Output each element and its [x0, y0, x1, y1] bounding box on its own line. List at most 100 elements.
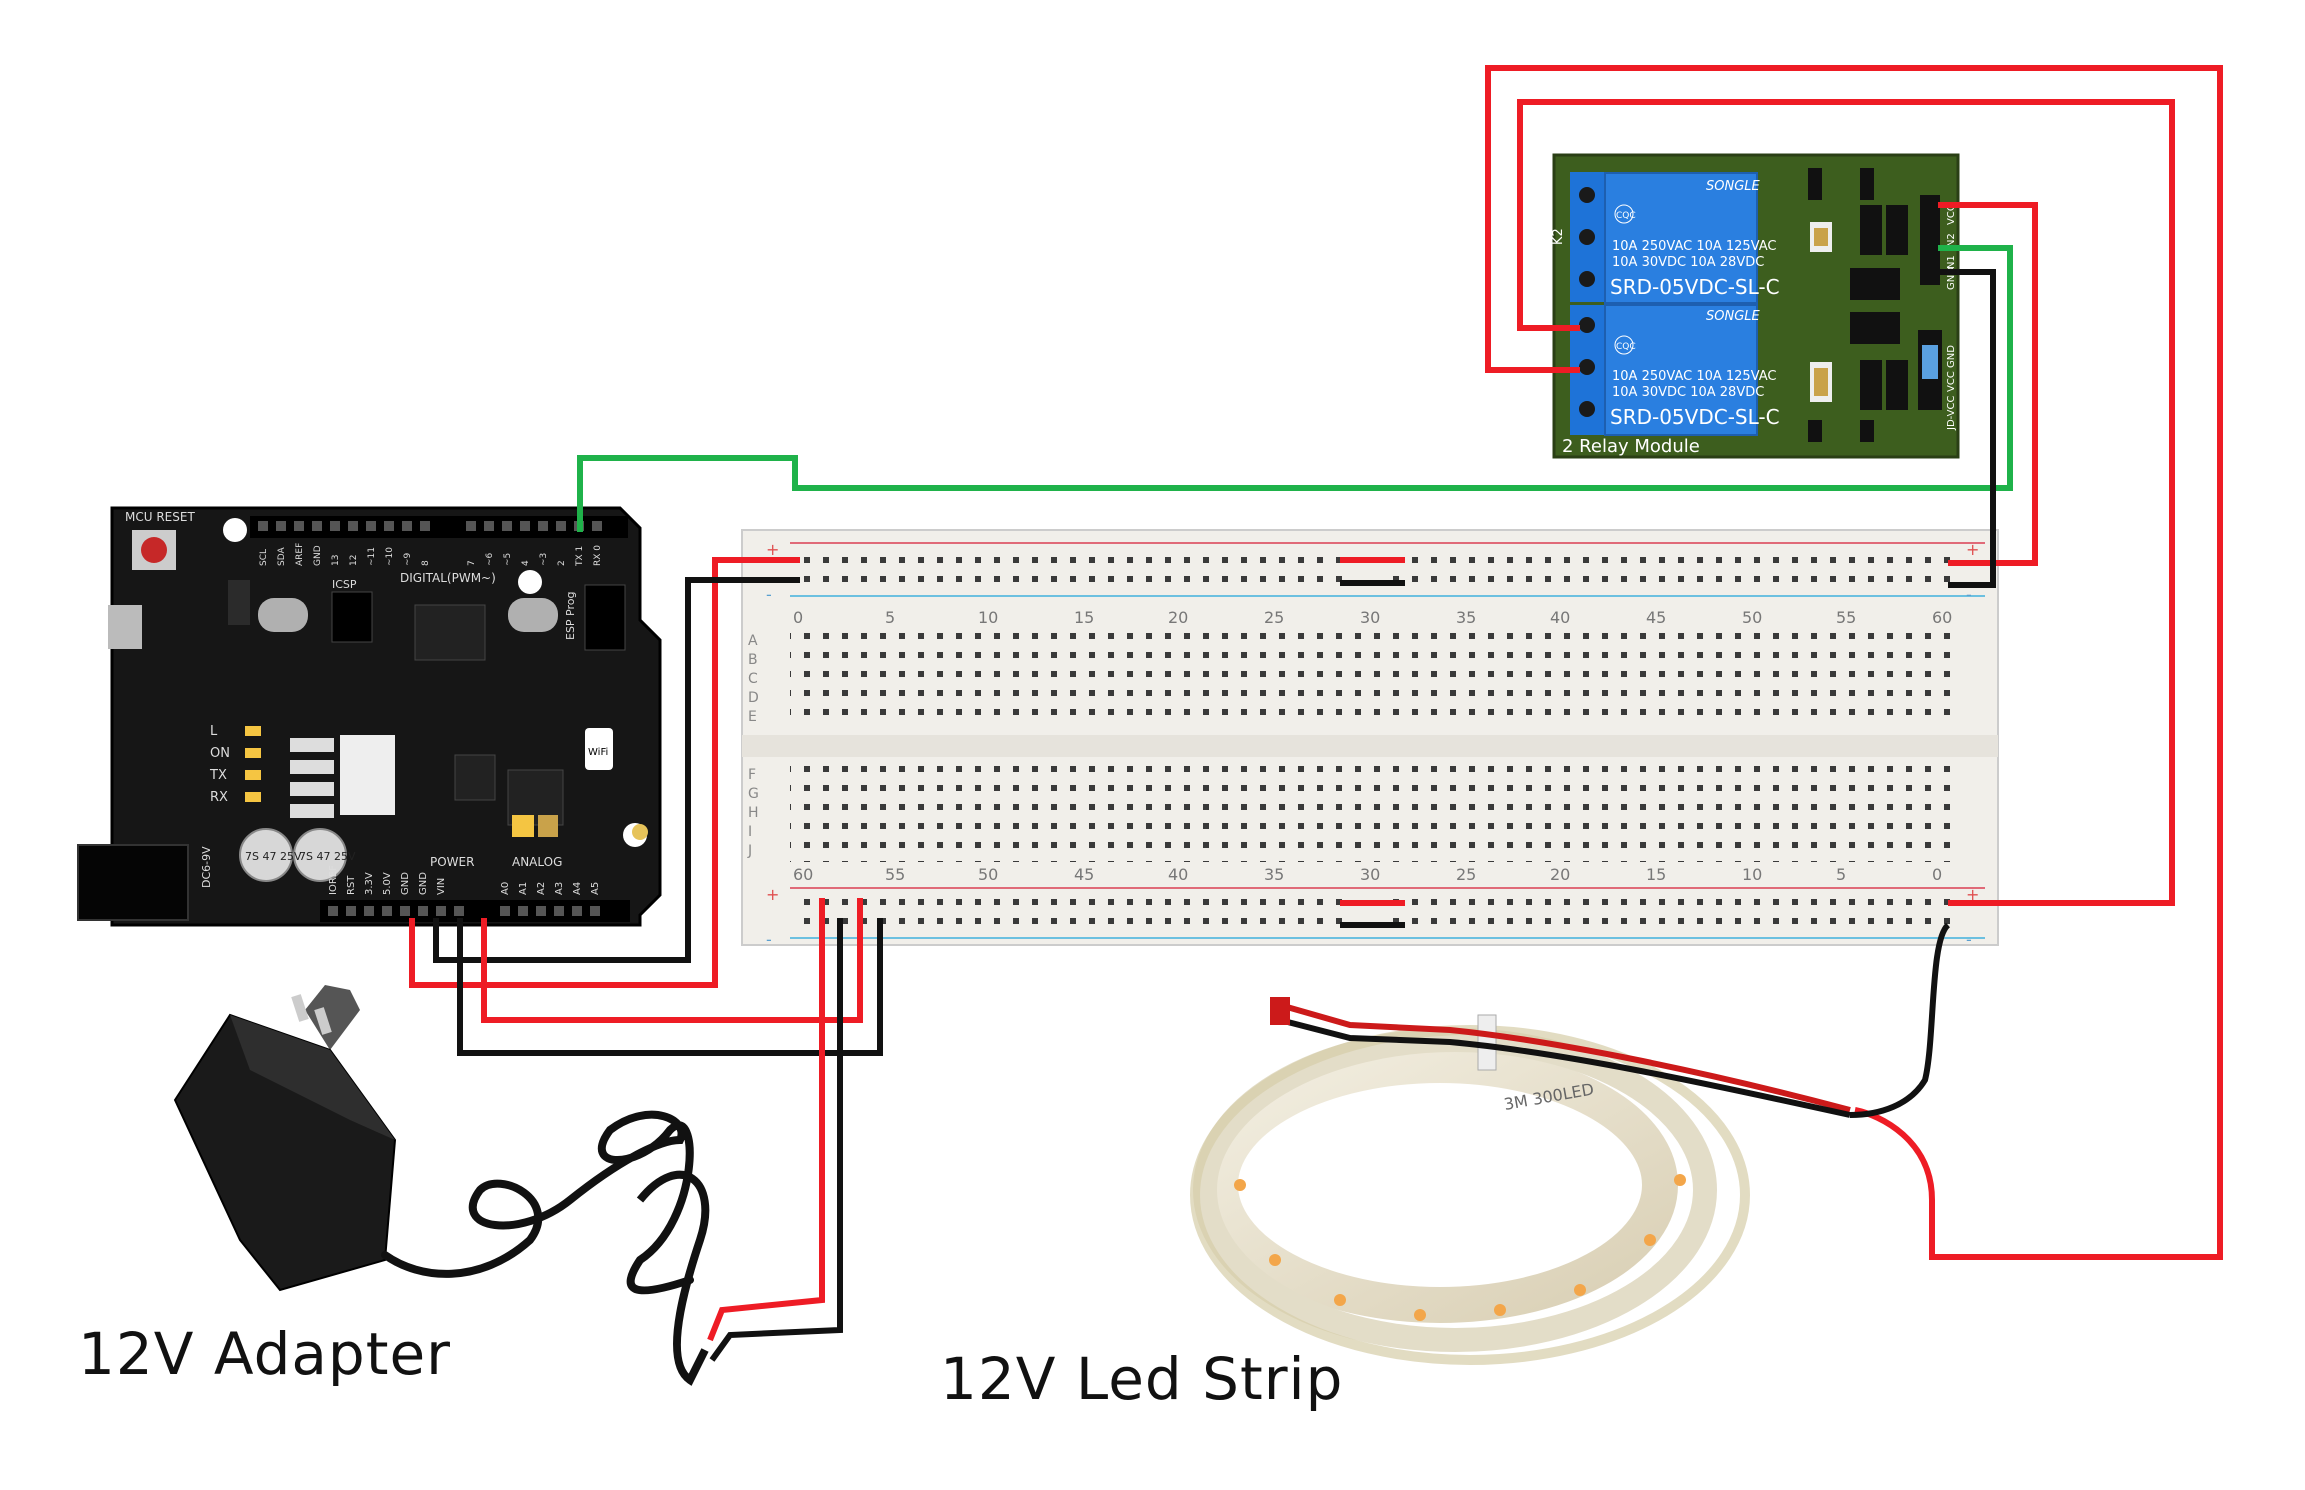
svg-text:50: 50: [978, 865, 998, 884]
svg-text:25: 25: [1456, 865, 1476, 884]
svg-text:IN2: IN2: [1946, 233, 1957, 250]
status-leds: L ON TX RX: [209, 724, 261, 805]
arduino-vin-wire: [481, 898, 863, 1023]
dip-switch[interactable]: [340, 735, 395, 815]
svg-text:5: 5: [1836, 865, 1846, 884]
svg-text:10A 30VDC 10A 28VDC: 10A 30VDC 10A 28VDC: [1612, 385, 1764, 400]
capacitor: [239, 828, 293, 882]
svg-text:C: C: [748, 671, 758, 687]
adapter-cable: [381, 1110, 694, 1295]
svg-text:50: 50: [1742, 608, 1762, 627]
svg-text:A5: A5: [590, 882, 601, 895]
arduino-gnd2-wire: [457, 918, 883, 1056]
usb-chip: [454, 754, 496, 801]
svg-text:AREF: AREF: [295, 543, 305, 566]
svg-text:12: 12: [349, 555, 359, 566]
svg-text:2: 2: [557, 560, 567, 566]
svg-text:35: 35: [1456, 608, 1476, 627]
svg-text:-: -: [766, 930, 772, 949]
svg-text:SONGLE: SONGLE: [1706, 179, 1761, 194]
dc-label: DC6-9V: [200, 846, 213, 888]
led-strip-caption: 12V Led Strip: [940, 1345, 1344, 1413]
svg-text:40: 40: [1168, 865, 1188, 884]
led-strip-red-lead: [1279, 1002, 1851, 1113]
svg-text:GND: GND: [418, 872, 429, 895]
svg-text:GND: GND: [1946, 345, 1957, 368]
svg-text:30: 30: [1360, 608, 1380, 627]
svg-text:8: 8: [421, 560, 431, 566]
svg-text:B: B: [748, 652, 758, 668]
svg-text:A3: A3: [554, 882, 565, 895]
svg-text:+: +: [1966, 540, 1979, 559]
svg-text:GND: GND: [400, 872, 411, 895]
svg-text:GND: GND: [313, 545, 323, 566]
svg-text:G: G: [748, 786, 759, 802]
svg-text:10: 10: [978, 608, 998, 627]
reset-button[interactable]: [141, 537, 167, 563]
svg-text:SRD-05VDC-SL-C: SRD-05VDC-SL-C: [1610, 405, 1780, 429]
svg-text:CQC: CQC: [1616, 211, 1636, 221]
svg-text:30: 30: [1360, 865, 1380, 884]
icsp-label: ICSP: [332, 578, 357, 591]
svg-text:5: 5: [885, 608, 895, 627]
svg-text:IN1: IN1: [1946, 255, 1957, 272]
capacitor: [293, 828, 347, 882]
svg-text:20: 20: [1168, 608, 1188, 627]
svg-text:A: A: [748, 633, 758, 649]
svg-text:25: 25: [1264, 608, 1284, 627]
svg-text:~11: ~11: [367, 547, 377, 566]
arduino-gnd-wire: [433, 577, 800, 963]
relay-module-name: 2 Relay Module: [1562, 436, 1700, 457]
svg-text:-: -: [1966, 585, 1972, 604]
svg-text:10: 10: [1742, 865, 1762, 884]
svg-text:RX 0: RX 0: [593, 545, 603, 566]
svg-text:ON: ON: [210, 746, 230, 761]
top-column-numbers: 0 5 10 15 20 25 30 35 40 45 50 55 60: [793, 608, 1952, 627]
svg-text:SONGLE: SONGLE: [1706, 309, 1761, 324]
power-label: POWER: [430, 855, 474, 869]
micro-usb-port[interactable]: [108, 605, 142, 649]
svg-text:60: 60: [1932, 608, 1952, 627]
led-strip-black-lead: [1279, 1017, 1851, 1118]
svg-text:3.3V: 3.3V: [364, 872, 375, 895]
svg-text:TX 1: TX 1: [575, 546, 585, 567]
svg-text:10A 250VAC 10A 125VAC: 10A 250VAC 10A 125VAC: [1612, 239, 1777, 254]
svg-text:RST: RST: [346, 875, 357, 895]
svg-text:45: 45: [1074, 865, 1094, 884]
svg-text:7S 47 25V: 7S 47 25V: [245, 850, 302, 863]
svg-text:45: 45: [1646, 608, 1666, 627]
adapter-positive-wire: [707, 898, 825, 1342]
k2-label: K2: [1551, 228, 1566, 245]
svg-text:RX: RX: [210, 790, 228, 805]
relay-no-wire: [1517, 99, 2175, 906]
analog-pin-labels: A0 A1 A2 A3 A4 A5: [500, 882, 601, 895]
svg-text:A1: A1: [518, 882, 529, 895]
svg-text:JD-VCC: JD-VCC: [1946, 396, 1957, 431]
svg-text:35: 35: [1264, 865, 1284, 884]
svg-text:SRD-05VDC-SL-C: SRD-05VDC-SL-C: [1610, 275, 1780, 299]
dc-jack[interactable]: [77, 844, 189, 921]
digital-label: DIGITAL(PWM~): [400, 571, 496, 585]
digital-pin-labels: SCL SDA AREF GND 13 12 ~11 ~10 ~9 8 7 ~6…: [259, 543, 603, 567]
adapter-caption: 12V Adapter: [78, 1320, 452, 1388]
relay-gnd-wire: [1938, 269, 1996, 588]
relay-k1: SONGLE CQC 10A 250VAC 10A 125VAC 10A 30V…: [1604, 304, 1780, 436]
svg-text:~3: ~3: [539, 553, 549, 566]
svg-text:~6: ~6: [485, 552, 495, 566]
svg-text:I: I: [748, 824, 752, 840]
adapter-negative-wire: [709, 918, 843, 1362]
relay-module: K2 SONGLE CQC 10A 250VAC 10A 125VAC 10A …: [1551, 153, 1960, 459]
svg-text:~9: ~9: [403, 552, 413, 566]
arduino-board: MCU RESET DC6-9V ICSP ESP Prog DIGITAL(P…: [77, 506, 662, 927]
svg-text:VCC: VCC: [1946, 371, 1957, 392]
svg-text:+: +: [766, 885, 779, 904]
svg-text:+: +: [1966, 885, 1979, 904]
svg-text:J: J: [747, 843, 752, 859]
svg-text:7S 47 25V: 7S 47 25V: [299, 850, 356, 863]
svg-text:CQC: CQC: [1616, 342, 1636, 352]
wifi-mark: WiFi: [588, 747, 608, 758]
rail-minus-label: -: [766, 585, 772, 604]
svg-text:~5: ~5: [503, 553, 513, 566]
svg-text:A4: A4: [572, 882, 583, 895]
